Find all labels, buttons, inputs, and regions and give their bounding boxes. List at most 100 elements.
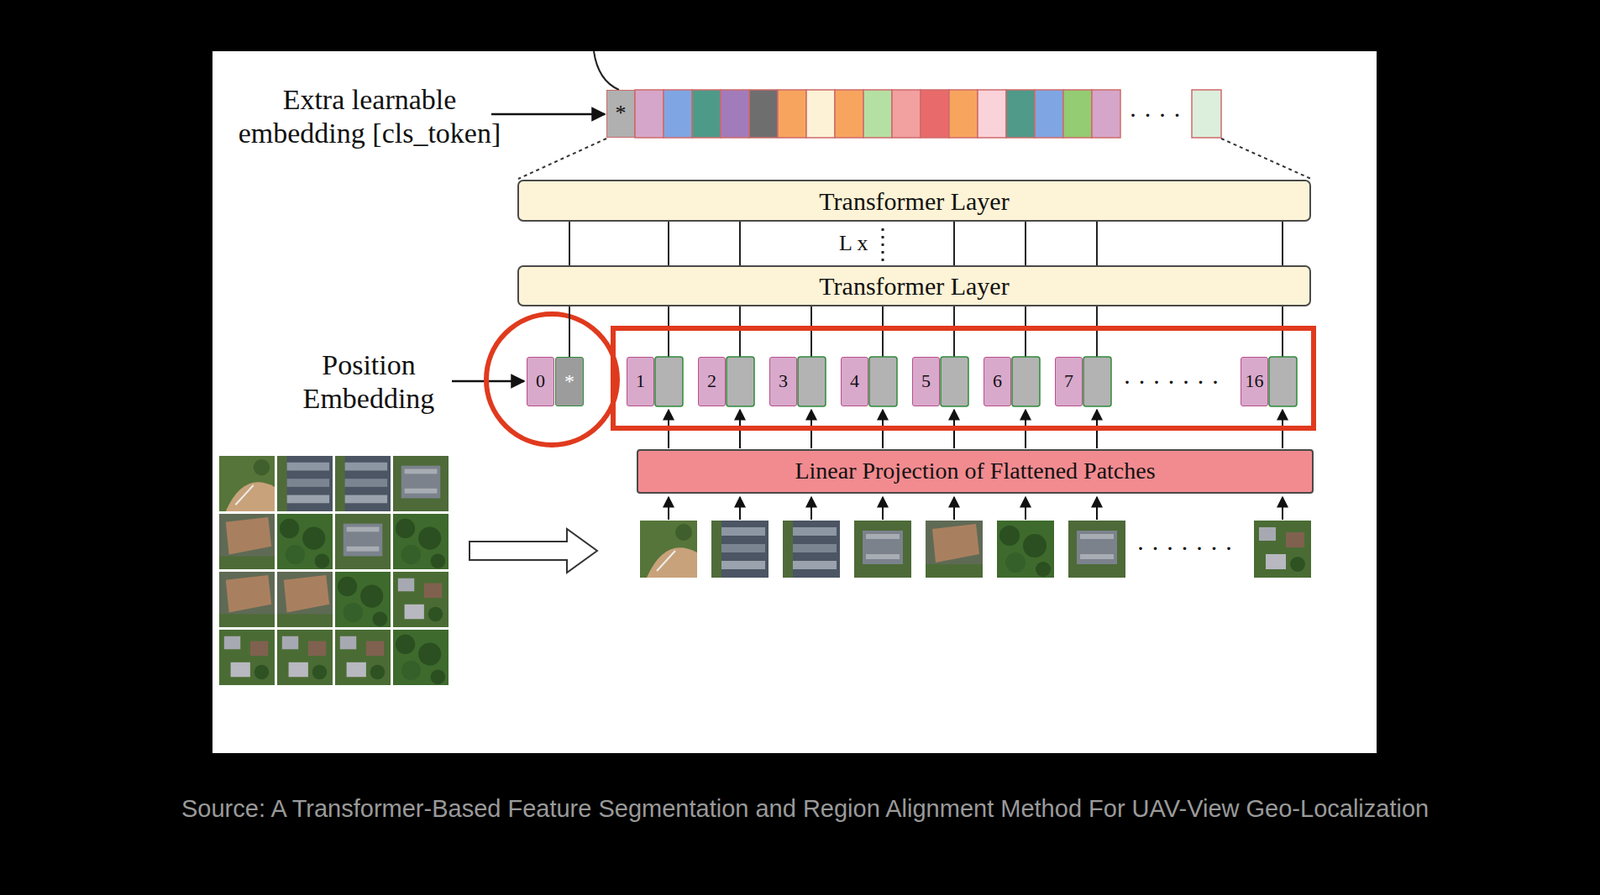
layer-connector — [568, 221, 571, 266]
position-embedding: 0 — [526, 356, 555, 407]
transformer-layer: Transformer Layer — [517, 265, 1312, 307]
callout-label: Position Embedding — [284, 348, 453, 416]
node-text: 7 — [1064, 371, 1074, 392]
token-sequence-part — [1091, 89, 1121, 138]
layer-connector — [739, 221, 741, 266]
white-panel — [212, 51, 1377, 754]
token-sequence-part — [806, 89, 835, 138]
layer-connector — [1024, 221, 1027, 266]
image-patches — [640, 520, 1312, 578]
patch-arrows-part — [1281, 497, 1284, 520]
aerial-image-grid-part — [393, 571, 449, 628]
node-text: 6 — [992, 371, 1002, 392]
token-wires-part — [1024, 306, 1027, 357]
patch-embeddings-part — [1012, 356, 1040, 407]
patch-arrows-part — [667, 497, 670, 520]
position-embedding: 6 — [983, 356, 1012, 407]
patch-embeddings-part — [1269, 356, 1297, 407]
node-text: Transformer Layer — [818, 272, 1009, 300]
position-embedding: 1 — [626, 356, 655, 407]
transformer-layer: Transformer Layer — [517, 179, 1312, 222]
position-embedding: 7 — [1054, 356, 1083, 407]
token-sequence-part — [720, 89, 750, 138]
token-sequence-part — [777, 89, 807, 138]
node-text: Transformer Layer — [818, 187, 1009, 216]
image-patches-part — [854, 520, 912, 578]
image-patches-part — [1253, 520, 1312, 578]
aerial-image-grid-part — [219, 629, 275, 686]
aerial-image-grid-part — [277, 629, 333, 686]
aerial-image-grid-part — [393, 629, 449, 686]
position-embedding: 16 — [1240, 356, 1269, 407]
cls-token-box: * — [606, 89, 635, 138]
aerial-image-grid — [219, 456, 449, 686]
image-patches-part — [1068, 520, 1126, 578]
node-text: 3 — [778, 371, 788, 392]
node-text: 2 — [707, 371, 717, 392]
node-text: * — [615, 101, 627, 126]
layer-connector — [568, 306, 571, 357]
aerial-image-grid-part — [335, 514, 391, 570]
token-sequence-part — [1034, 89, 1064, 138]
image-patches-part — [925, 520, 983, 578]
aerial-image-grid-part — [219, 571, 275, 628]
node-text: 1 — [635, 371, 646, 392]
node-text: * — [564, 370, 575, 393]
patch-embeddings-part — [655, 356, 683, 407]
layer-connector — [953, 221, 955, 266]
layer-connector — [1096, 221, 1098, 266]
patch-embeddings-part — [869, 356, 898, 407]
patch-arrows-part — [953, 497, 955, 520]
patch-arrows — [668, 497, 1283, 520]
token-sequence-part — [834, 89, 864, 138]
image-patches-part — [782, 520, 840, 578]
patch-arrows-part — [881, 497, 884, 520]
token-wires-part — [881, 306, 884, 357]
aerial-image-grid-part — [277, 456, 333, 512]
projection-box: Linear Projection of Flattened Patches — [636, 449, 1314, 494]
position-embedding: 2 — [697, 356, 726, 407]
patch-arrows-part — [810, 497, 813, 520]
node-text: Linear Projection of Flattened Patches — [794, 458, 1155, 485]
ellipsis-dots: · · · · · · · — [1136, 534, 1233, 562]
aerial-image-grid-part — [277, 514, 333, 570]
position-embedding: 5 — [912, 356, 940, 407]
patch-embeddings-part — [726, 356, 755, 407]
token-sequence-part — [977, 89, 1007, 138]
aerial-image-grid-part — [393, 456, 449, 512]
token-sequence-part — [1006, 89, 1035, 138]
patch-arrows-part — [739, 497, 741, 520]
position-embedding: 4 — [840, 356, 869, 407]
token-wires-part — [739, 306, 741, 357]
aerial-image-grid-part — [393, 514, 449, 570]
token-sequence-part — [949, 89, 978, 138]
repeat-label: L x — [839, 231, 868, 257]
highlight-rect — [613, 328, 1314, 429]
patch-arrows-part — [1096, 497, 1098, 520]
cls-embedding: * — [555, 356, 584, 407]
dotted-leader — [518, 138, 607, 179]
token-sequence-part — [663, 89, 693, 138]
highlight-circle — [486, 314, 618, 446]
layer-connector — [1281, 221, 1284, 266]
token-sequence-part — [749, 89, 778, 138]
aerial-image-grid-part — [219, 456, 275, 512]
node-text: 5 — [921, 371, 931, 392]
source-caption: Source: A Transformer-Based Feature Segm… — [181, 795, 1429, 824]
token-wires-part — [810, 306, 813, 357]
token-wires-part — [667, 306, 670, 357]
image-patches-part — [711, 520, 769, 578]
position-embedding: 3 — [769, 356, 798, 407]
token-sequence-part — [863, 89, 892, 138]
ellipsis-dots: · · · · · · · — [1122, 367, 1220, 396]
dotted-leader — [1221, 138, 1312, 179]
token-sequence-part — [634, 89, 664, 138]
callout-label: Extra learnable embedding [cls_token] — [226, 83, 513, 151]
repeat-dots — [881, 228, 885, 263]
layer-connector — [667, 221, 670, 266]
node-text: 0 — [535, 371, 546, 392]
token-sequence-part — [692, 89, 721, 138]
token-sequence-part — [1063, 89, 1092, 138]
